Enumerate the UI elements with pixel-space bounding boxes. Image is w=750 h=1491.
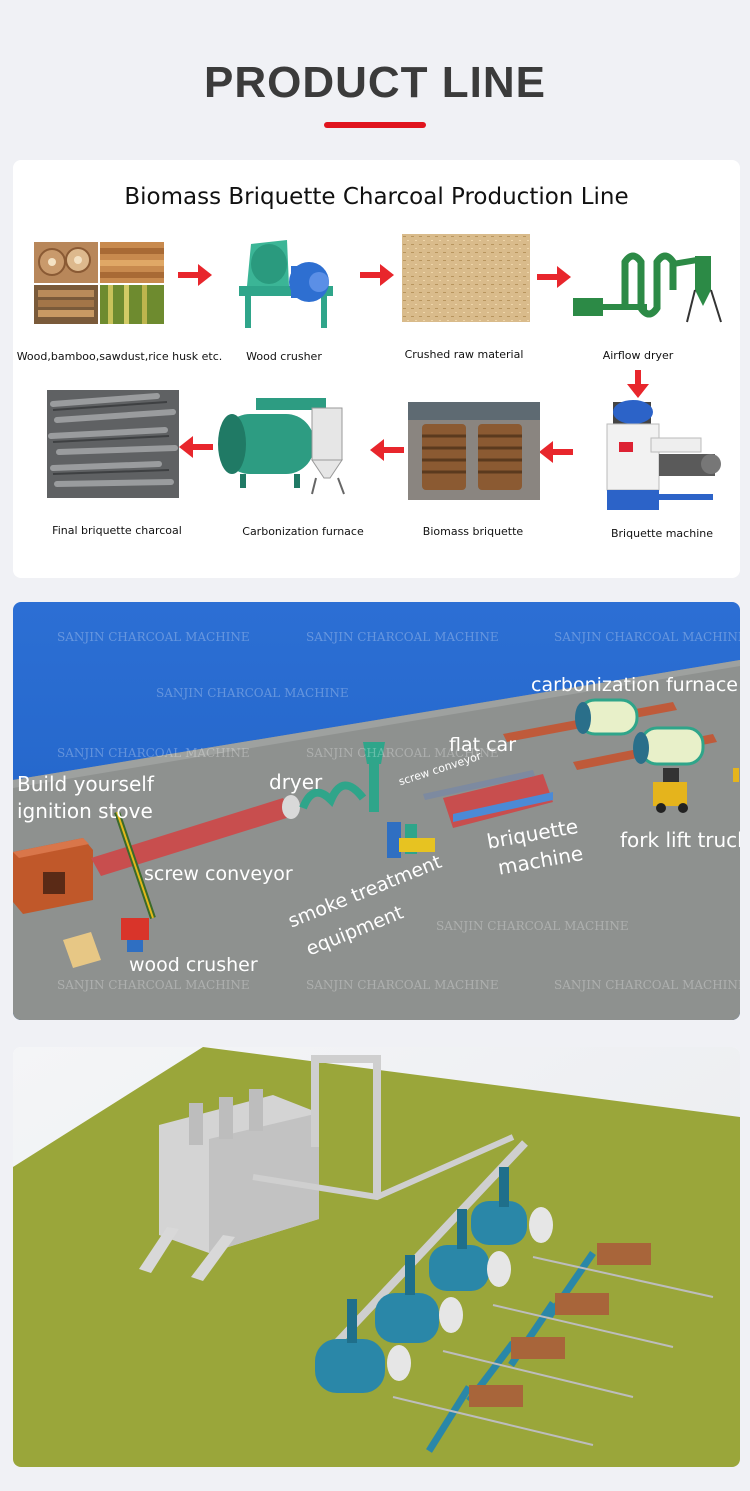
step-label-carbonization-furnace: Carbonization furnace bbox=[242, 525, 364, 538]
step-label-airflow-dryer: Airflow dryer bbox=[602, 349, 674, 362]
arrow-right-icon bbox=[360, 264, 394, 290]
arrow-right-icon bbox=[178, 264, 212, 290]
step-label-final-charcoal: Final briquette charcoal bbox=[52, 524, 182, 537]
arrow-down-icon bbox=[627, 370, 649, 402]
watermark: SANJIN CHARCOAL MACHINE bbox=[554, 978, 740, 992]
plant-layout-card: SANJIN CHARCOAL MACHINE SANJIN CHARCOAL … bbox=[13, 602, 740, 1020]
watermark: SANJIN CHARCOAL MACHINE bbox=[57, 630, 250, 644]
plant-render-card bbox=[13, 1047, 740, 1467]
arrow-left-icon bbox=[370, 439, 404, 465]
watermark: SANJIN CHARCOAL MACHINE bbox=[57, 746, 250, 760]
step-label-briquette-machine: Briquette machine bbox=[610, 527, 713, 540]
watermark: SANJIN CHARCOAL MACHINE bbox=[306, 978, 499, 992]
flow-title: Biomass Briquette Charcoal Production Li… bbox=[124, 184, 629, 210]
watermark: SANJIN CHARCOAL MACHINE bbox=[306, 630, 499, 644]
arrow-left-icon bbox=[539, 441, 573, 467]
label-screw-conveyor: screw conveyor bbox=[144, 863, 293, 885]
title-underline bbox=[324, 122, 426, 128]
label-build-yourself: Build yourself bbox=[17, 772, 154, 796]
label-dryer: dryer bbox=[269, 770, 323, 794]
watermark: SANJIN CHARCOAL MACHINE bbox=[554, 630, 740, 644]
watermark: SANJIN CHARCOAL MACHINE bbox=[57, 978, 250, 992]
biomass-briquette-image bbox=[408, 402, 540, 500]
step-label-biomass-briquette: Biomass briquette bbox=[422, 525, 524, 538]
watermark: SANJIN CHARCOAL MACHINE bbox=[306, 746, 499, 760]
plant-render-scene bbox=[13, 1047, 740, 1467]
carbonization-furnace-image bbox=[216, 388, 360, 496]
label-ignition-stove: ignition stove bbox=[17, 799, 153, 823]
label-fork-lift-truck: fork lift truck bbox=[620, 828, 740, 852]
crushed-material-image bbox=[402, 234, 530, 322]
airflow-dryer-image bbox=[571, 250, 727, 326]
arrow-right-icon bbox=[537, 266, 571, 292]
label-flat-car: flat car bbox=[449, 734, 517, 756]
watermark: SANJIN CHARCOAL MACHINE bbox=[436, 919, 629, 933]
wood-crusher-image bbox=[231, 236, 341, 336]
label-wood-crusher: wood crusher bbox=[129, 954, 258, 976]
page-title: PRODUCT LINE bbox=[204, 58, 546, 107]
raw-materials-image bbox=[34, 242, 164, 324]
final-charcoal-image bbox=[47, 390, 179, 498]
arrow-left-icon bbox=[179, 436, 213, 462]
step-label-crushed-material: Crushed raw material bbox=[404, 348, 524, 361]
watermark: SANJIN CHARCOAL MACHINE bbox=[156, 686, 349, 700]
production-flow-card: Biomass Briquette Charcoal Production Li… bbox=[13, 160, 740, 578]
briquette-machine-image bbox=[599, 398, 723, 524]
label-carbonization-furnace: carbonization furnace bbox=[531, 674, 738, 696]
step-label-wood-crusher: Wood crusher bbox=[246, 350, 322, 363]
plant-layout-scene bbox=[13, 602, 740, 1020]
step-label-raw-materials: Wood,bamboo,sawdust,rice husk etc. bbox=[16, 350, 223, 363]
